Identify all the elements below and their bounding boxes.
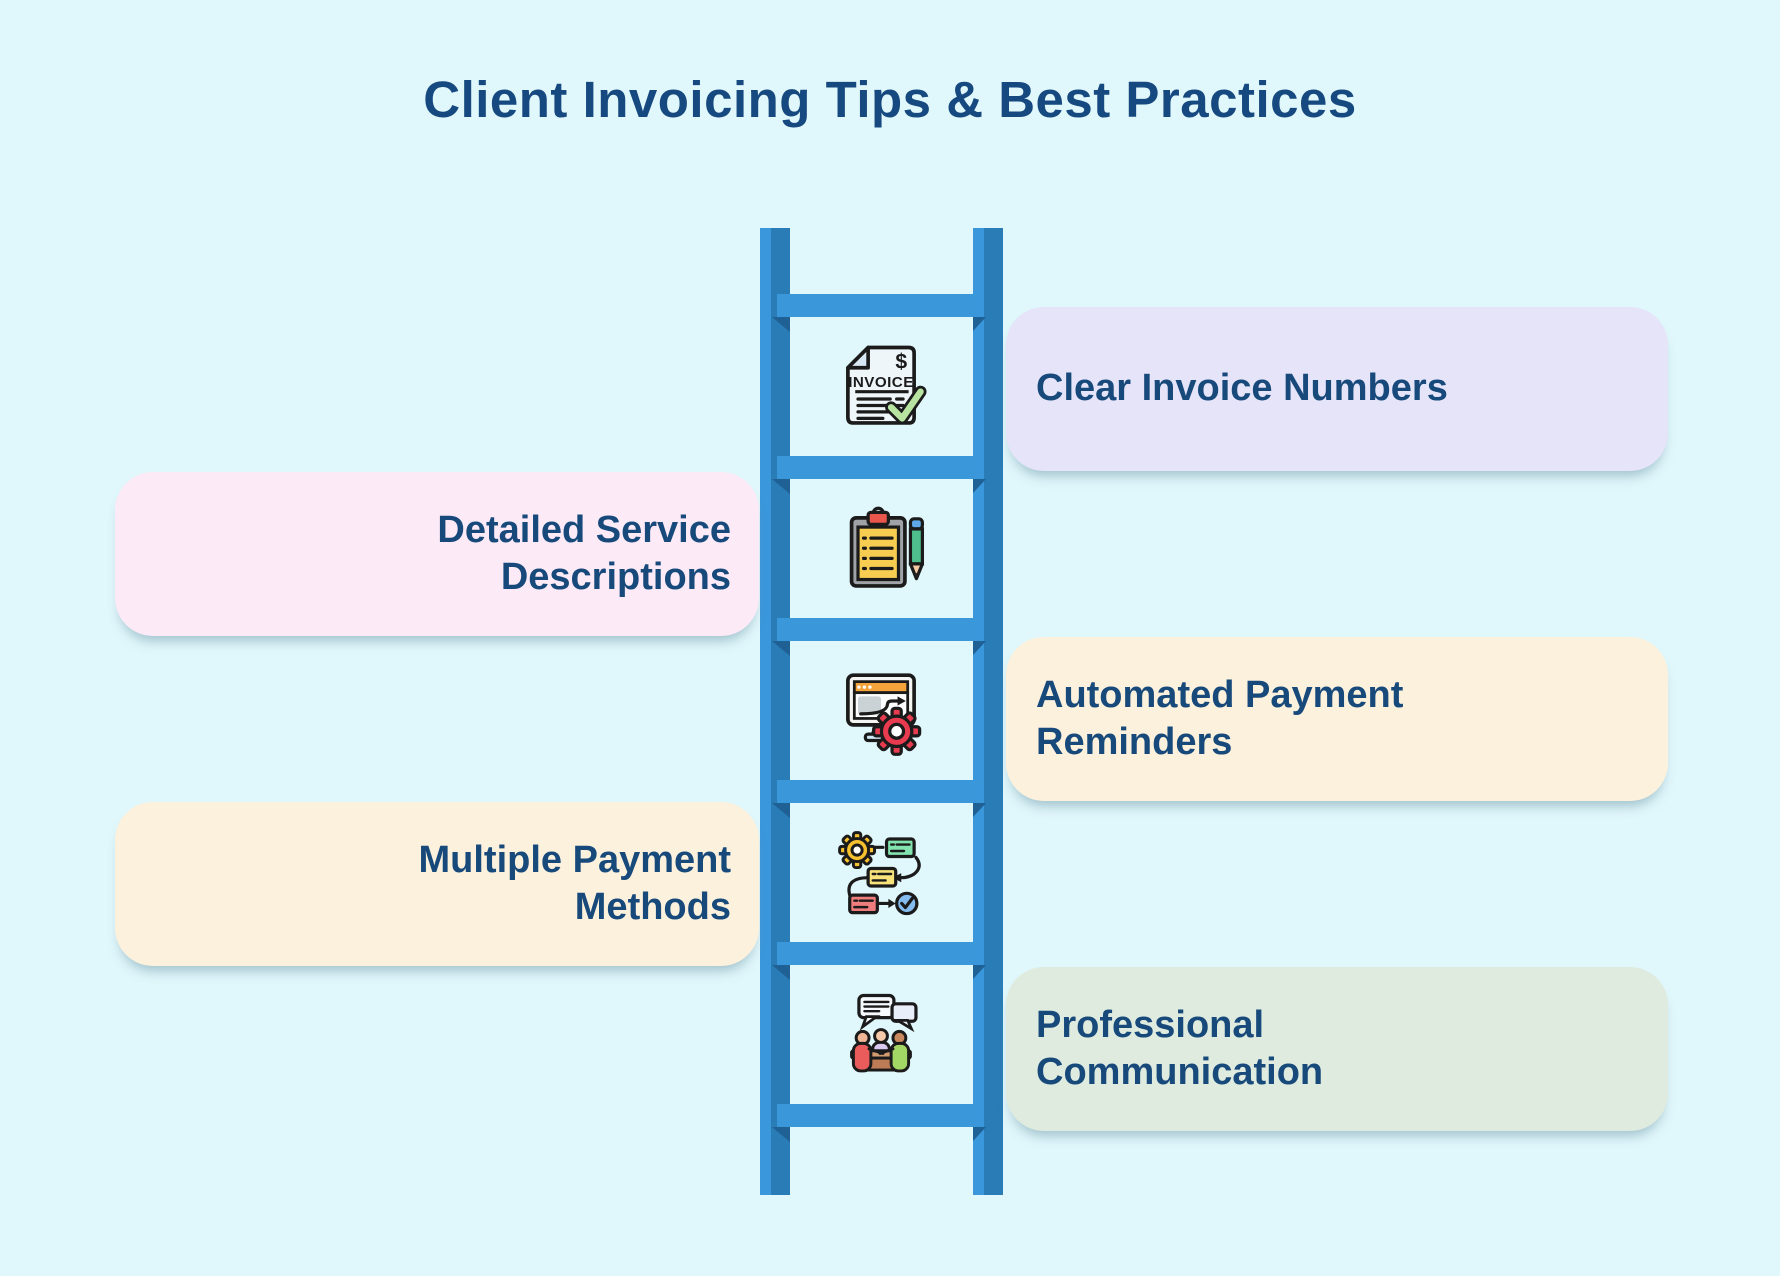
ladder-rung — [777, 780, 983, 803]
automated-reminder-icon — [835, 666, 927, 758]
ladder-rung — [777, 1104, 983, 1127]
ladder-rung — [777, 456, 983, 479]
tip-card-label: Clear Invoice Numbers — [1036, 367, 1448, 410]
page-title: Client Invoicing Tips & Best Practices — [423, 71, 1357, 128]
workflow-icon — [835, 828, 927, 920]
tip-card-professional-communication: Professional Communication — [1006, 967, 1668, 1131]
tip-card-automated-payment-reminders: Automated Payment Reminders — [1006, 637, 1668, 801]
ladder-rung — [777, 294, 983, 317]
tip-card-label: Professional Communication — [1036, 1003, 1324, 1093]
tip-card-label: Automated Payment Reminders — [1036, 673, 1404, 763]
communication-icon — [835, 990, 927, 1082]
tip-card-clear-invoice-numbers: Clear Invoice Numbers — [1006, 307, 1668, 471]
invoice-check-icon: $ INVOICE — [835, 342, 927, 434]
tip-card-label: Detailed Service Descriptions — [437, 508, 731, 598]
svg-text:INVOICE: INVOICE — [848, 374, 914, 391]
tip-card-label: Multiple Payment Methods — [418, 838, 732, 928]
ladder-left-rail — [760, 228, 790, 1195]
ladder-rung — [777, 942, 983, 965]
clipboard-pencil-icon — [835, 505, 927, 597]
tip-card-multiple-payment-methods: Multiple Payment Methods — [115, 802, 759, 966]
ladder-rung — [777, 618, 983, 641]
svg-text:$: $ — [895, 351, 907, 374]
ladder-right-rail — [973, 228, 1003, 1195]
tip-card-detailed-service-descriptions: Detailed Service Descriptions — [115, 472, 759, 636]
